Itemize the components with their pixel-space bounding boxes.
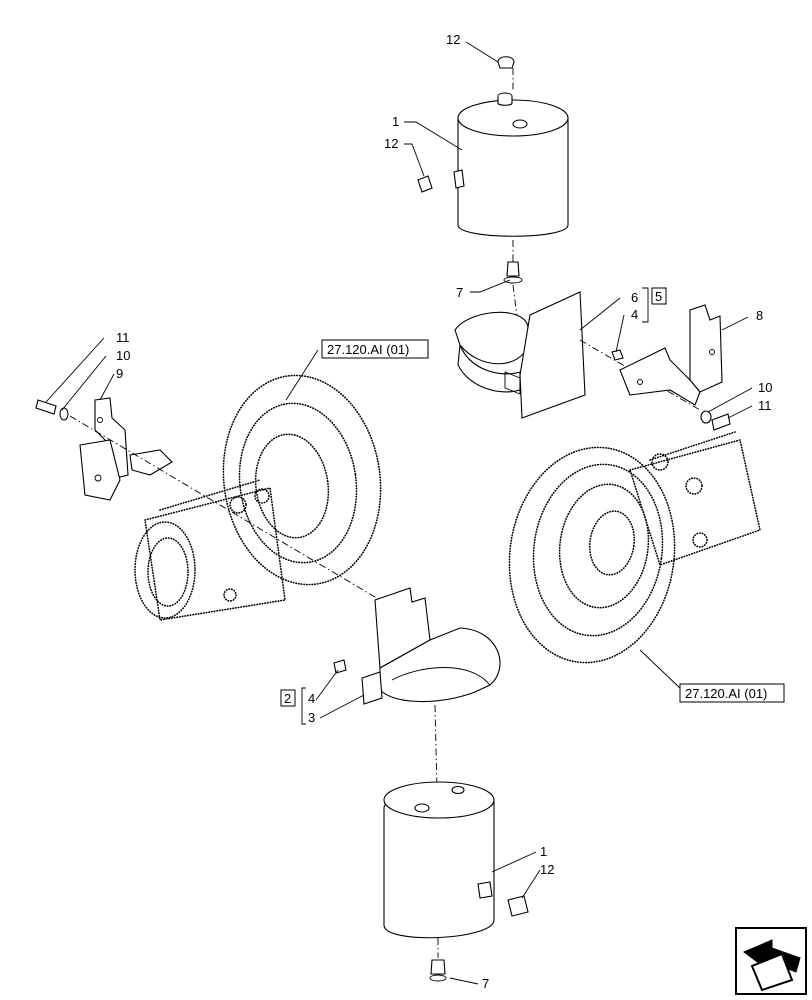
callout-3: 3: [308, 710, 315, 725]
air-tank-bottom: [383, 781, 495, 939]
callout-9: 9: [116, 366, 123, 381]
bracket-8: [619, 304, 723, 406]
washer-10-left: [59, 407, 69, 421]
callout-1-top: 1: [392, 114, 399, 129]
plug-12-top: [497, 56, 515, 69]
air-tank-top: [453, 92, 569, 237]
callout-box-5: [651, 287, 667, 305]
callout-2: 2: [284, 691, 291, 706]
plug-12-bottom: [507, 895, 529, 917]
plug-12-side-top: [417, 175, 433, 193]
callout-6: 6: [631, 290, 638, 305]
reference-right[interactable]: 27.120.AI (01): [685, 686, 767, 701]
callout-7-top: 7: [456, 285, 463, 300]
callout-12-bottom: 12: [540, 862, 554, 877]
bolt-11-left: [35, 399, 57, 415]
callout-12-tank-top: 12: [384, 136, 398, 151]
callout-8: 8: [756, 308, 763, 323]
callout-11-right: 11: [758, 398, 772, 413]
callout-10-left: 10: [116, 348, 130, 363]
strap-bracket-bottom: [361, 587, 501, 705]
ref-box-left[interactable]: [321, 339, 429, 359]
strap-bracket-top: [454, 291, 586, 419]
bolt-11-right: [711, 413, 731, 431]
washer-10-right: [700, 410, 712, 424]
callout-5: 5: [655, 289, 662, 304]
callout-11-left: 11: [116, 330, 130, 345]
callout-box-2: [280, 689, 296, 707]
nut-4-top: [611, 349, 624, 361]
arrow-navigation-icon[interactable]: [735, 927, 807, 995]
callout-1-bottom: 1: [540, 844, 547, 859]
callout-12-top: 12: [446, 32, 460, 47]
callout-4-right: 4: [631, 307, 638, 322]
ref-box-right[interactable]: [679, 683, 785, 703]
reference-left[interactable]: 27.120.AI (01): [327, 342, 409, 357]
nut-4-bottom: [333, 659, 347, 674]
axle-housing-left: [134, 374, 382, 621]
callout-7-bottom: 7: [482, 976, 489, 991]
callout-10-right: 10: [758, 380, 772, 395]
drain-valve-7-bottom: [429, 959, 447, 982]
drain-valve-7-top: [503, 261, 523, 284]
axle-housing-right: [508, 431, 761, 664]
callout-4-left: 4: [308, 691, 315, 706]
